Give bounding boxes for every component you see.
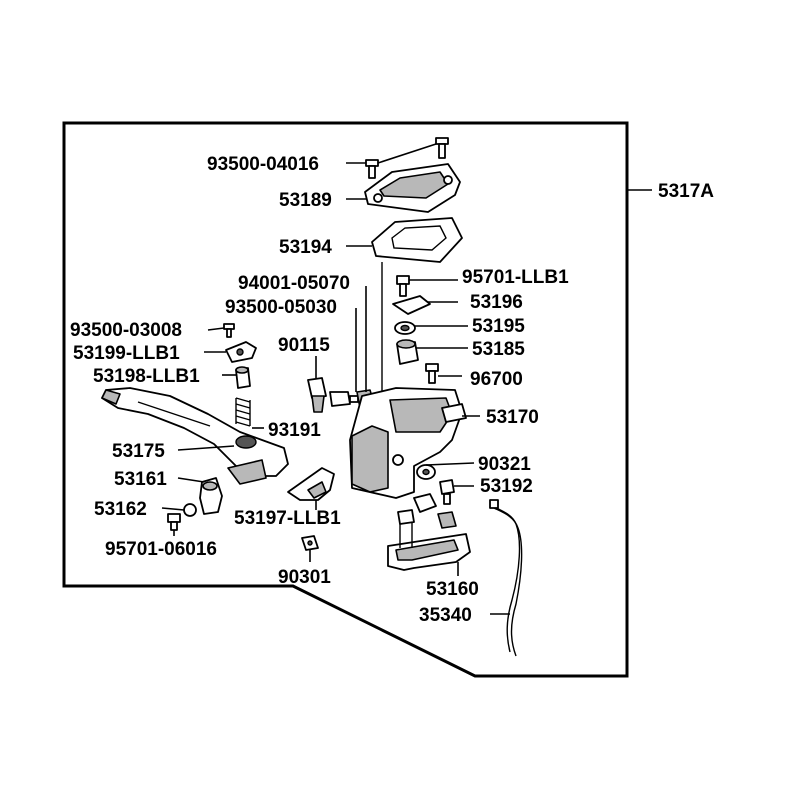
washer-90321-part — [416, 464, 436, 480]
label-95701-LLB1: 95701-LLB1 — [462, 267, 569, 288]
assembly-frame — [62, 121, 629, 678]
label-90321: 90321 — [478, 454, 531, 475]
label-96700: 96700 — [470, 369, 523, 390]
label-53161: 53161 — [114, 469, 167, 490]
plate-53199-LLB1-part — [225, 341, 257, 363]
label-53175: 53175 — [112, 441, 165, 462]
nut-90301-part — [301, 535, 319, 551]
cover-53197-LLB1-part — [287, 467, 335, 501]
label-53199-LLB1: 53199-LLB1 — [73, 343, 180, 364]
label-53170: 53170 — [486, 407, 539, 428]
label-53162: 53162 — [94, 499, 147, 520]
master-cylinder-53170-part — [349, 387, 467, 499]
screw-95701-06016-part — [167, 513, 181, 531]
washer-53195-part — [394, 321, 416, 335]
label-53194: 53194 — [279, 237, 332, 258]
pin-53198-LLB1-part — [235, 366, 251, 389]
gasket-53194-part — [371, 217, 463, 263]
label-53189: 53189 — [279, 190, 332, 211]
clamp-53160-part — [387, 509, 471, 571]
reservoir-cap-53189-part — [364, 163, 461, 213]
screw-96700-part — [425, 363, 439, 384]
label-93500-05030: 93500-05030 — [225, 297, 337, 318]
switch-part — [413, 493, 457, 529]
label-53195: 53195 — [472, 316, 525, 337]
label-53192: 53192 — [480, 476, 533, 497]
label-53160: 53160 — [426, 579, 479, 600]
bracket-53196-part — [392, 295, 431, 315]
brake-lever-53175-part — [101, 387, 289, 485]
label-93500-04016: 93500-04016 — [207, 154, 319, 175]
label-94001-05070: 94001-05070 — [238, 273, 350, 294]
spring-93191-part — [235, 397, 251, 427]
label-53197-LLB1: 53197-LLB1 — [234, 508, 341, 529]
label-53196: 53196 — [470, 292, 523, 313]
pivot-bolt-90115-part — [307, 377, 327, 413]
assembly-label: 5317A — [658, 181, 714, 202]
label-53185: 53185 — [472, 339, 525, 360]
label-90301: 90301 — [278, 567, 331, 588]
label-53198-LLB1: 53198-LLB1 — [93, 366, 200, 387]
screw-93500-04016-part — [365, 137, 449, 179]
wire-35340-part — [489, 499, 523, 657]
label-90115: 90115 — [278, 335, 330, 356]
screw-93500-03008-part — [223, 323, 235, 338]
collar-53162-part — [183, 503, 197, 517]
label-95701-06016: 95701-06016 — [105, 539, 217, 560]
label-35340: 35340 — [419, 605, 472, 626]
boot-53185-part — [396, 339, 419, 365]
screw-53192-part — [439, 479, 455, 505]
screw-93500-05030-part — [329, 391, 359, 407]
label-93191: 93191 — [268, 420, 321, 441]
bolt-95701-LLB1-part — [396, 275, 410, 297]
pivot-53161-part — [199, 477, 223, 515]
leader-lines — [161, 143, 510, 615]
label-93500-03008: 93500-03008 — [70, 320, 182, 341]
